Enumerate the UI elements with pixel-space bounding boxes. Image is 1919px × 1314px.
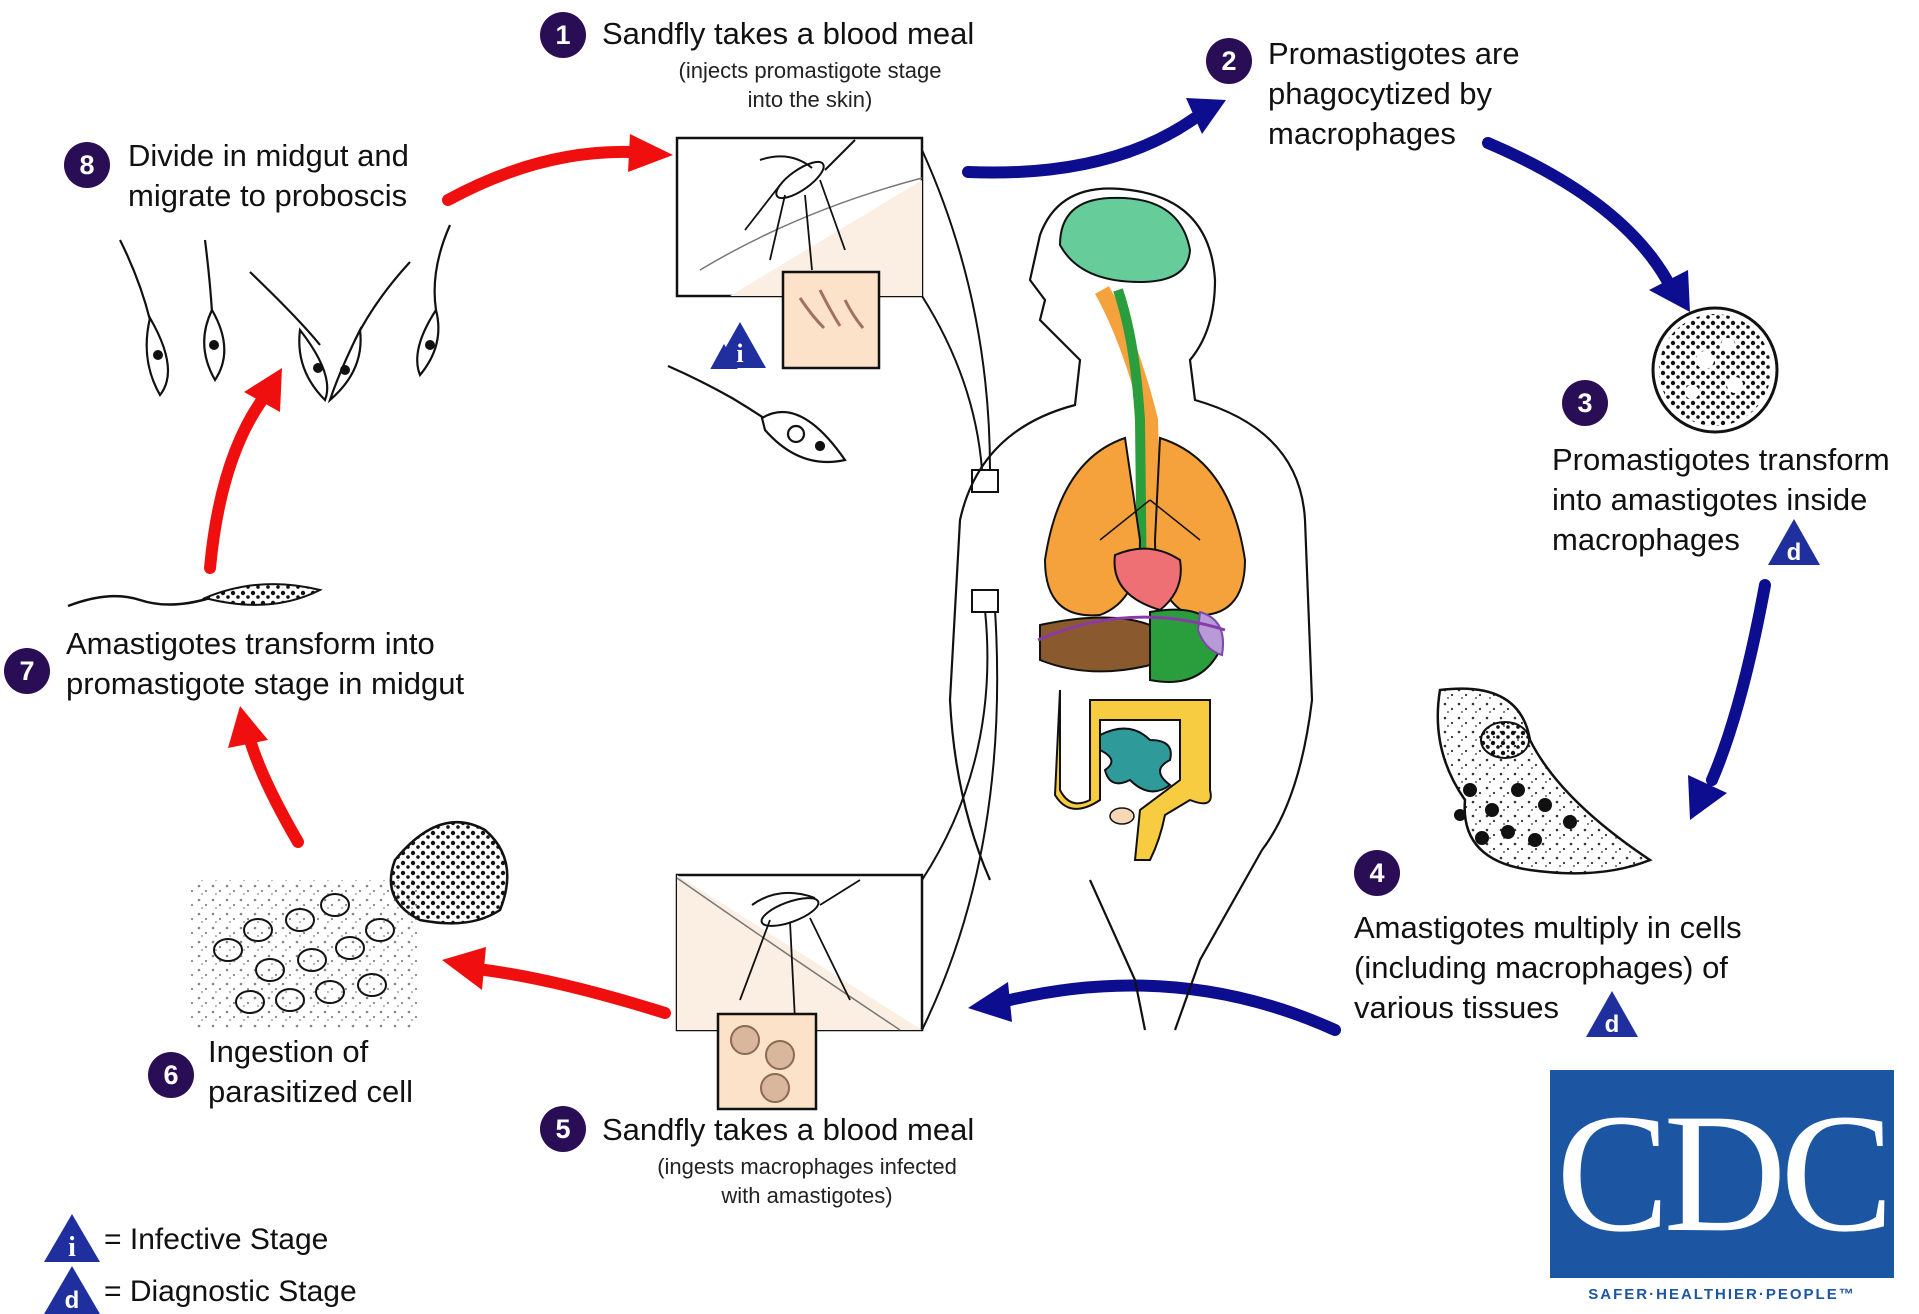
step-6-label-line: Ingestion of	[208, 1032, 413, 1072]
cdc-logo-tagline: SAFER·HEALTHIER·PEOPLE™	[1540, 1286, 1904, 1303]
step-2-label-line: Promastigotes are	[1268, 34, 1520, 74]
svg-text:i: i	[68, 1232, 76, 1263]
step-5-subtitle-line: (ingests macrophages infected	[602, 1152, 1012, 1181]
step-7-badge: 7	[4, 648, 50, 694]
parasitized-cell	[190, 822, 507, 1030]
arrow-step5-to-6	[485, 970, 665, 1013]
arrow-step6-to-7-head	[228, 706, 268, 748]
sandfly-feeding-inset-1: i	[677, 138, 922, 368]
liver	[1040, 618, 1150, 672]
step-4-label-line: (including macrophages) of	[1354, 948, 1742, 988]
cdc-logo-text: CDC	[1550, 1078, 1894, 1268]
step-1-subtitle: (injects promastigote stage into the ski…	[600, 56, 1020, 114]
brain	[1060, 198, 1190, 282]
step-6-label-line: parasitized cell	[208, 1072, 413, 1112]
step-1-subtitle-line: (injects promastigote stage	[600, 56, 1020, 85]
step-8-badge: 8	[64, 142, 110, 188]
small-intestine	[1100, 729, 1171, 792]
step-2-label-line: macrophages	[1268, 114, 1520, 154]
step-3-label: Promastigotes transform into amastigotes…	[1552, 440, 1890, 560]
step-3-label-line: macrophages	[1552, 520, 1890, 560]
step-5-title: Sandfly takes a blood meal	[602, 1110, 974, 1150]
svg-text:d: d	[65, 1287, 80, 1314]
step-7-label-line: promastigote stage in midgut	[66, 664, 464, 704]
step-6-label: Ingestion of parasitized cell	[208, 1032, 413, 1112]
legend-infective-label: = Infective Stage	[104, 1222, 328, 1258]
step-8-label-line: migrate to proboscis	[128, 176, 409, 216]
legend-markers: i d	[44, 1214, 100, 1314]
step-5-subtitle-line: with amastigotes)	[602, 1181, 1012, 1210]
step-1-subtitle-line: into the skin)	[600, 85, 1020, 114]
step-7-label: Amastigotes transform into promastigote …	[66, 624, 464, 704]
arrow-step8-to-1	[448, 152, 630, 200]
arrow-step4-to-5-head	[968, 982, 1012, 1022]
legend-diagnostic-label: = Diagnostic Stage	[104, 1274, 357, 1310]
step-5-badge: 5	[540, 1106, 586, 1152]
step-4-label-line: various tissues	[1354, 988, 1742, 1028]
step-3-badge: 3	[1562, 380, 1608, 426]
human-body-illustration	[950, 188, 1312, 1030]
step-4-label-line: Amastigotes multiply in cells	[1354, 908, 1742, 948]
step-4-badge: 4	[1354, 850, 1400, 896]
arrow-step7-to-8	[210, 400, 262, 568]
step-5-subtitle: (ingests macrophages infected with amast…	[602, 1152, 1012, 1210]
inset-connector-lines	[922, 150, 998, 1030]
step-8-label: Divide in midgut and migrate to probosci…	[128, 136, 409, 216]
arrow-step3-to-4	[1712, 585, 1765, 780]
arrow-step2-to-3	[1488, 143, 1668, 282]
step-1-badge: 1	[540, 12, 586, 58]
dividing-promastigotes	[120, 225, 450, 400]
cdc-logo: CDC	[1550, 1070, 1894, 1278]
infected-tissue-cell	[1438, 689, 1650, 874]
step-2-badge: 2	[1206, 38, 1252, 84]
svg-text:i: i	[736, 339, 743, 368]
step-2-label: Promastigotes are phagocytized by macrop…	[1268, 34, 1520, 154]
step-2-label-line: phagocytized by	[1268, 74, 1520, 114]
step-7-label-line: Amastigotes transform into	[66, 624, 464, 664]
step-3-label-line: into amastigotes inside	[1552, 480, 1890, 520]
arrow-step8-to-1-head	[628, 134, 673, 172]
step-3-label-line: Promastigotes transform	[1552, 440, 1890, 480]
infected-macrophage	[1653, 308, 1777, 432]
promastigote-illustration	[668, 366, 845, 462]
arrow-step6-to-7	[250, 740, 298, 842]
step-4-label: Amastigotes multiply in cells (including…	[1354, 908, 1742, 1028]
arrow-step5-to-6-head	[442, 947, 486, 990]
step-8-label-line: Divide in midgut and	[128, 136, 409, 176]
step-6-badge: 6	[148, 1052, 194, 1098]
body-outline	[950, 188, 1312, 1030]
arrow-step4-to-5	[1010, 985, 1335, 1030]
midgut-promastigote	[68, 584, 320, 606]
step-1-title: Sandfly takes a blood meal	[602, 14, 974, 54]
arrow-step1-to-2	[968, 118, 1195, 173]
sandfly-feeding-inset-5	[677, 875, 922, 1109]
